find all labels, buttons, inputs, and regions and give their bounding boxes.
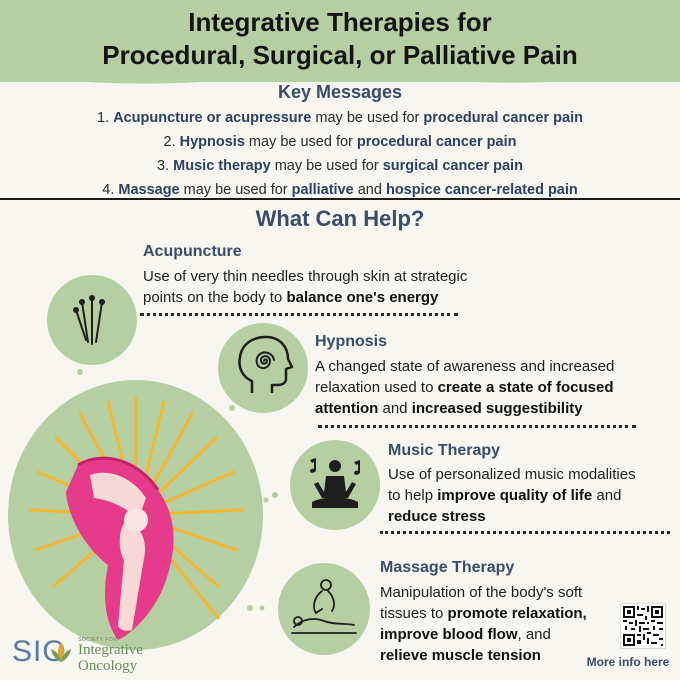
text-line: A changed state of awareness and increas… <box>315 358 615 375</box>
hypnosis-description: A changed state of awareness and increas… <box>315 356 675 419</box>
key-message-item: 2. Hypnosis may be used for procedural c… <box>0 130 680 154</box>
logo-oncology: Oncology <box>78 658 138 674</box>
more-info-link[interactable]: More info here <box>586 655 670 669</box>
item-number: 4. <box>102 182 115 198</box>
text-fragment: points on the body to <box>143 289 287 306</box>
highlight-text: reduce stress <box>388 508 486 525</box>
text-line: reduce stress <box>388 506 673 527</box>
logo-society-for: SOCIETY FOR <box>78 637 118 643</box>
text-fragment: relaxation used to <box>315 379 438 396</box>
text-line: points on the body to balance one's ener… <box>143 287 523 308</box>
text-line: Use of personalized music modalities <box>388 466 636 483</box>
item-number: 2. <box>163 134 176 150</box>
item-pain-type: surgical cancer pain <box>382 158 523 174</box>
acupuncture-heading: Acupuncture <box>143 243 242 260</box>
highlight-text: create a state of focused <box>437 379 614 396</box>
text-line: tissues to promote relaxation, <box>380 603 620 624</box>
needles-icon <box>73 295 105 345</box>
item-number: 1. <box>97 110 110 126</box>
highlight-text: balance one's energy <box>286 289 439 306</box>
text-line: improve blood flow, and <box>380 624 620 645</box>
highlight-text: promote relaxation, <box>447 605 587 622</box>
item-therapy: Massage <box>118 182 180 198</box>
text-fragment: , and <box>517 626 551 643</box>
acupuncture-description: Use of very thin needles through skin at… <box>143 266 523 308</box>
section-divider <box>0 198 680 200</box>
what-can-help-title: What Can Help? <box>255 206 425 231</box>
lotus-logo-icon <box>51 642 71 662</box>
massage-icon-circle <box>278 563 370 655</box>
title-line-1: Integrative Therapies for <box>188 7 492 37</box>
highlight-text: attention <box>315 400 379 417</box>
text-line: to help improve quality of life and <box>388 485 673 506</box>
key-message-item: 1. Acupuncture or acupressure may be use… <box>0 106 680 130</box>
highlight-text: improve quality of life <box>437 487 593 504</box>
item-text: and <box>353 182 386 198</box>
qr-code-icon <box>623 606 663 646</box>
key-messages-list: 1. Acupuncture or acupressure may be use… <box>0 106 680 202</box>
item-therapy: Music therapy <box>173 158 271 174</box>
item-pain-type: palliative <box>291 182 354 198</box>
logo-sio: SIO <box>12 635 67 668</box>
highlight-text: relieve muscle tension <box>380 647 541 664</box>
text-line: Use of very thin needles through skin at… <box>143 268 468 285</box>
item-therapy: Acupuncture or acupressure <box>113 110 312 126</box>
item-text: may be used for <box>311 110 424 126</box>
highlight-text: improve blood flow <box>380 626 518 643</box>
logo-integrative: Integrative <box>78 642 143 658</box>
music-description: Use of personalized music modalities to … <box>388 464 673 527</box>
highlight-text: increased suggestibility <box>411 400 583 417</box>
item-text: may be used for <box>179 182 292 198</box>
text-fragment: and <box>378 400 412 417</box>
key-message-item: 4. Massage may be used for palliative an… <box>0 178 680 202</box>
meditating-music-icon <box>310 458 360 508</box>
hypnosis-dotted-divider <box>318 425 636 428</box>
item-pain-type: procedural cancer pain <box>356 134 517 150</box>
item-pain-type: hospice cancer-related pain <box>385 182 578 198</box>
item-therapy: Hypnosis <box>179 134 245 150</box>
text-fragment: and <box>592 487 622 504</box>
head-spiral-icon <box>238 335 294 393</box>
music-heading: Music Therapy <box>388 442 501 459</box>
page-title: Integrative Therapies for Procedural, Su… <box>0 6 680 72</box>
qr-code[interactable] <box>620 603 666 649</box>
item-pain-type: procedural cancer pain <box>423 110 583 126</box>
massage-description: Manipulation of the body's soft tissues … <box>380 582 620 666</box>
title-line-2: Procedural, Surgical, or Palliative Pain <box>102 40 578 70</box>
header-wave <box>0 62 680 84</box>
massage-icon <box>291 579 357 634</box>
item-text: may be used for <box>270 158 383 174</box>
item-text: may be used for <box>244 134 357 150</box>
item-number: 3. <box>157 158 170 174</box>
text-line: relaxation used to create a state of foc… <box>315 377 675 398</box>
text-line: relieve muscle tension <box>380 645 620 666</box>
acupuncture-dotted-divider <box>140 313 458 316</box>
text-fragment: tissues to <box>380 605 448 622</box>
massage-heading: Massage Therapy <box>380 559 515 576</box>
text-fragment: to help <box>388 487 438 504</box>
knee-joint-icon <box>28 396 244 640</box>
hypnosis-heading: Hypnosis <box>315 333 388 350</box>
text-line: attention and increased suggestibility <box>315 398 675 419</box>
key-messages-title: Key Messages <box>277 82 403 102</box>
key-message-item: 3. Music therapy may be used for surgica… <box>0 154 680 178</box>
music-dotted-divider <box>380 531 670 534</box>
text-line: Manipulation of the body's soft <box>380 584 583 601</box>
